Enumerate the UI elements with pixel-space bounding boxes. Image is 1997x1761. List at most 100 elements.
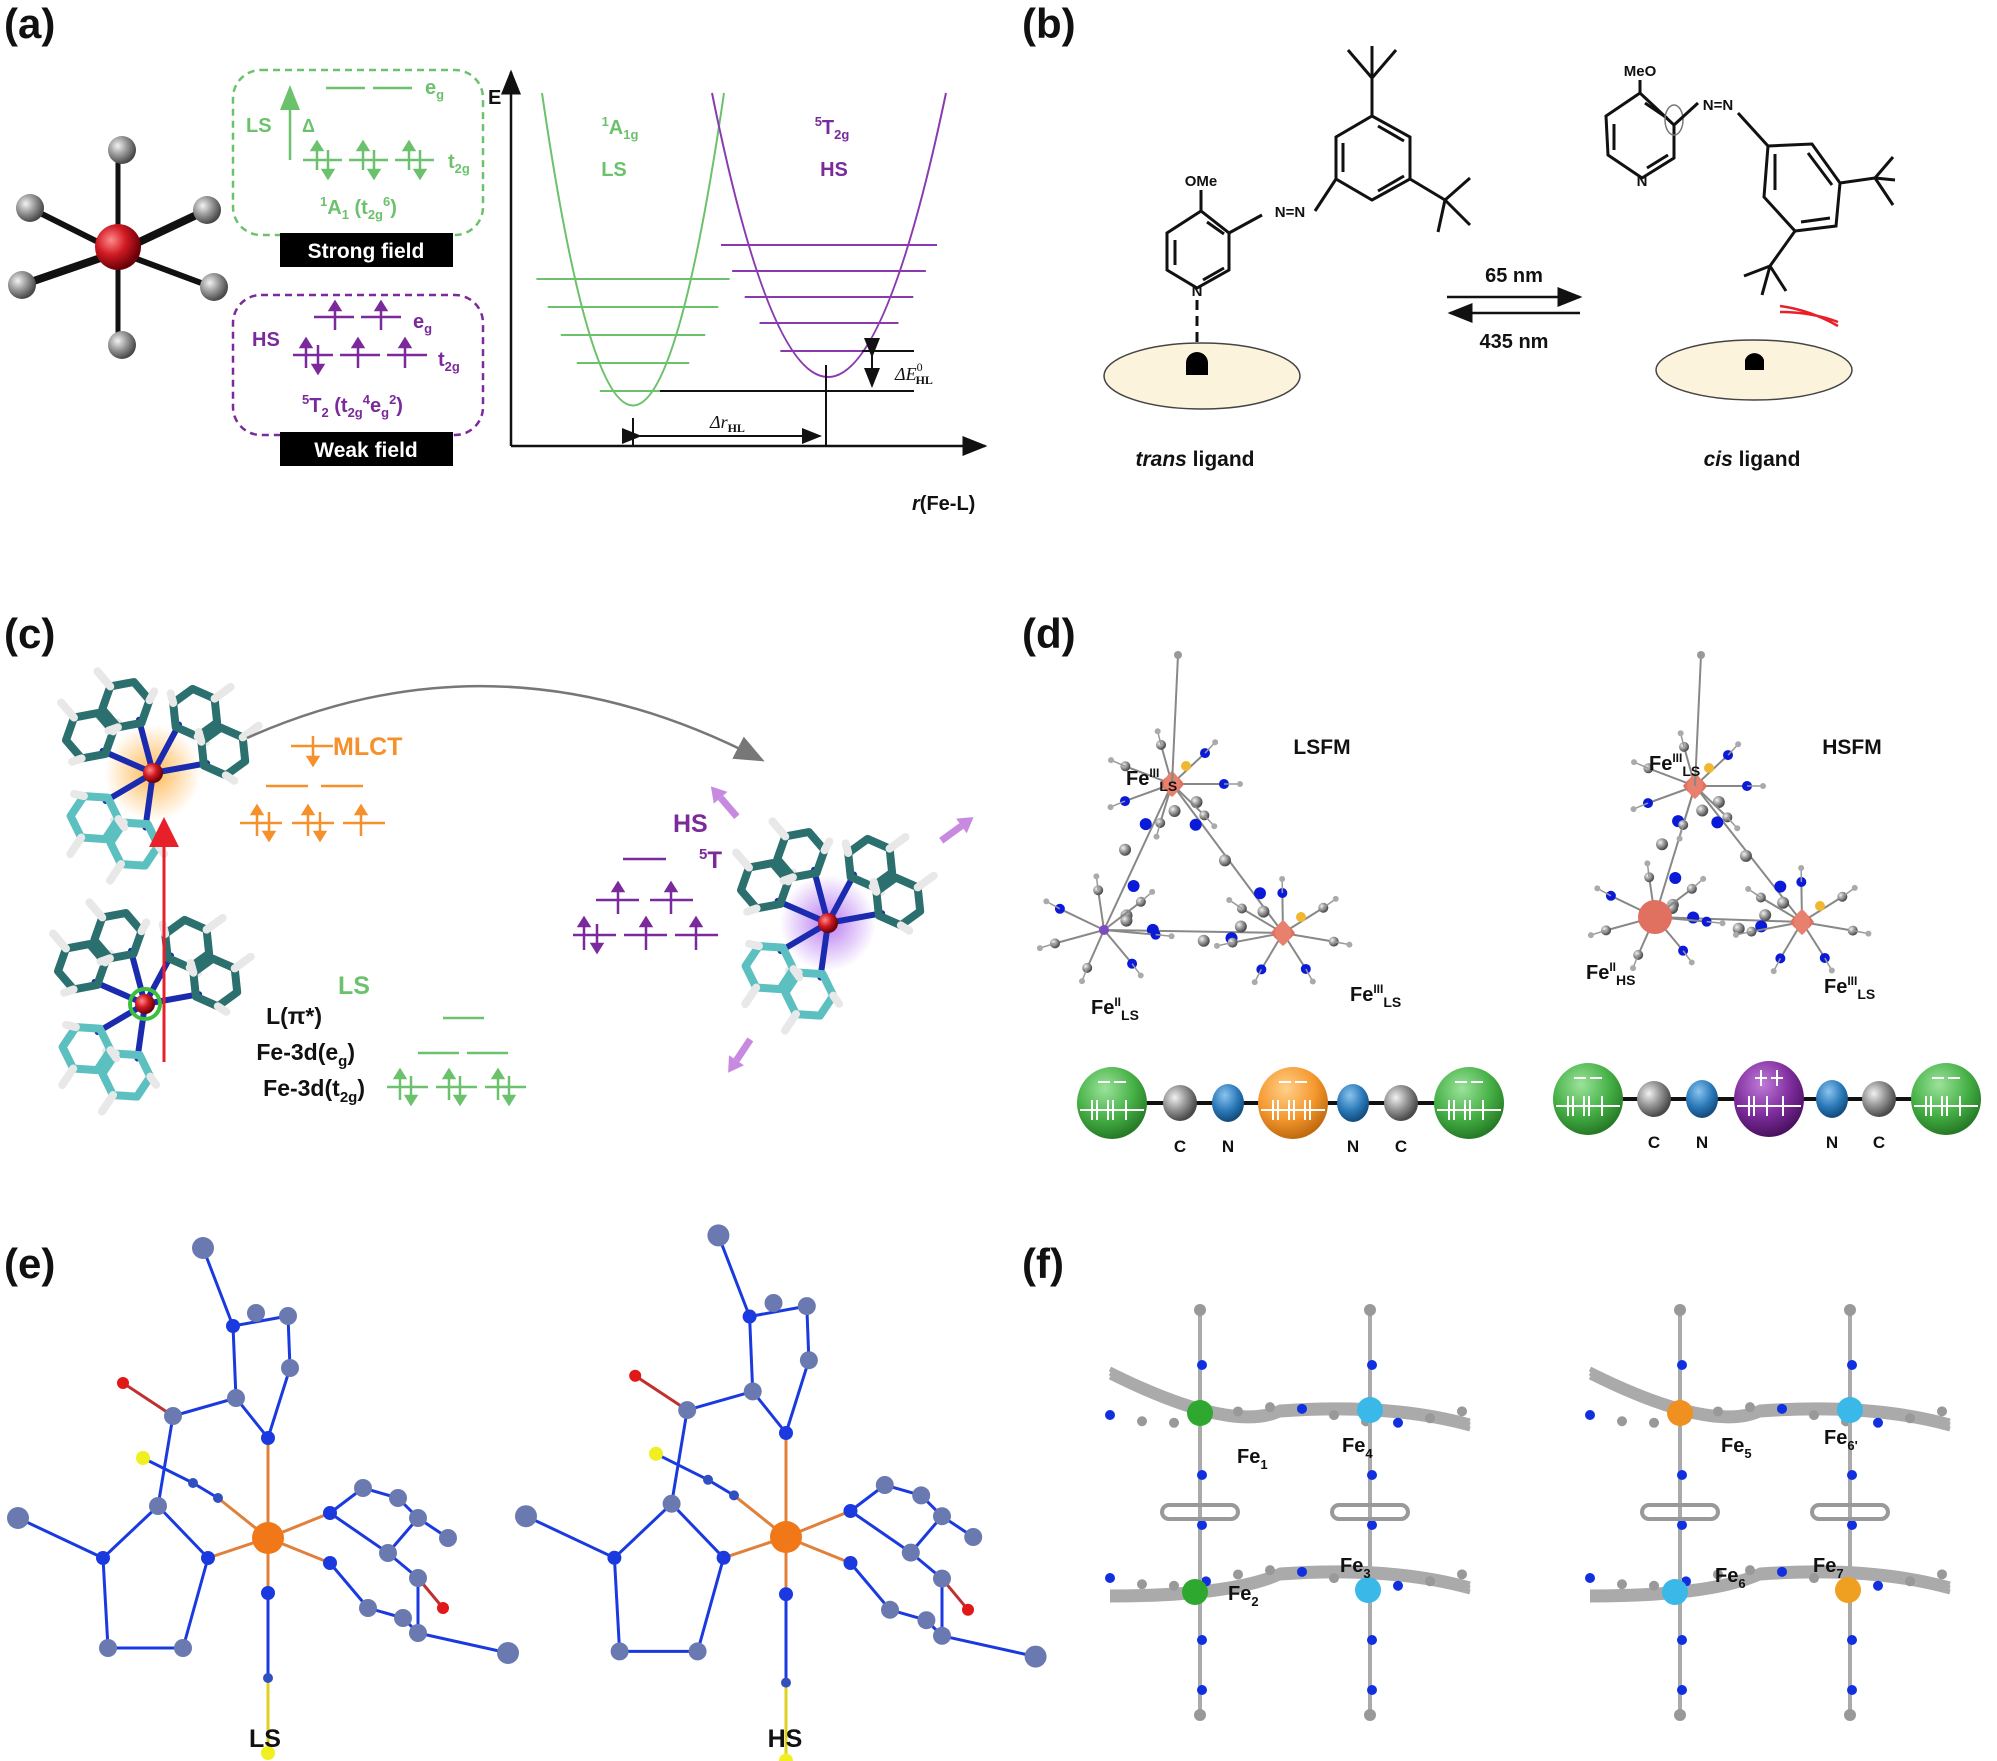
nitrogen-atom [1847,1635,1857,1645]
hydrogen-atom [1251,979,1258,986]
hydrogen-bond-stick [913,871,938,892]
nitrogen-sphere [1816,1080,1848,1118]
carbon-sphere [1163,1085,1197,1121]
carbon-atom [7,1507,29,1529]
hydrogen-bond-stick [106,1046,121,1063]
carbon-atom [1674,1709,1686,1721]
hydrogen-bond-stick [98,1091,118,1116]
hydrogen-atom [1760,783,1766,789]
carbon-atom [901,1543,920,1562]
bond-stick [613,1502,673,1559]
nitrogen-atom [1677,1360,1687,1370]
panel-c: (c) MLCT HS [4,610,974,1116]
hydrogen-atom [1735,741,1742,748]
carbon-atom [213,1493,223,1503]
hs-potential-curve [711,92,947,378]
carbon-atom [799,1351,818,1370]
hydrogen-bond-stick [221,771,239,785]
lsfm-title: LSFM [1293,736,1350,759]
cis-methoxy-label: MeO [1624,63,1657,80]
ls-term-symbol: 1A1 (t2g6) [320,194,397,222]
carbon-sphere [1637,1081,1671,1117]
panel-f: (f) Fe1 Fe4 Fe2 Fe3 Fe5 Fe6' Fe6 Fe7 [1022,1240,1951,1721]
hydrogen-atom [1093,873,1100,880]
pyridine-ring [98,678,154,732]
hydrogen-atom [1630,806,1637,813]
carbon-atom [1937,1569,1947,1580]
nitrogen-atom [1585,1573,1595,1583]
trans-substrate-surface [1103,342,1301,410]
ligand-atom [193,196,221,224]
chain-atom-label: N [1222,1137,1234,1156]
carbon-atom [1137,1416,1147,1427]
nitrogen-atom [1847,1685,1857,1695]
hydrogen-bond-stick [106,860,126,885]
trans-caption: trans ligand [1135,448,1254,471]
oxygen-atom [437,1602,449,1614]
hydrogen-atom [1770,968,1777,975]
chain-atom-label: C [1873,1133,1885,1152]
carbon-atom [394,1609,412,1627]
delta-r-label: ΔrHL [709,412,745,435]
hydrogen-bond-stick [96,954,114,966]
oxygen-atom [629,1369,642,1382]
carbon-atom [1265,1402,1275,1413]
distance-axis-label: r(Fe-L) [912,493,975,515]
carbon-atom [912,1486,931,1505]
hydrogen-atom [1237,781,1243,787]
carbon-atom [247,1304,265,1322]
carbon-atom [1649,1417,1659,1428]
fe-atom [770,1521,802,1553]
nitrogen-atom [261,1586,275,1600]
carbon-atom [409,1509,427,1527]
hydrogen-atom [1631,759,1638,766]
sulfur-atom [1815,901,1825,911]
fe-site-label: Fe3 [1340,1555,1371,1581]
nitrogen-atom [607,1550,622,1565]
fe-ls-atom [1099,925,1109,935]
carbon-atom [1457,1569,1467,1580]
eg-label: eg [425,77,444,102]
carbon-atom [149,1497,167,1515]
lsfm-fe-top-label: FeIIILS [1126,766,1177,794]
nitrogen-atom [1105,1573,1115,1583]
nitrogen-atom [1393,1580,1403,1591]
octahedral-complex-model [8,136,228,359]
pyridine-ring [54,940,110,994]
nitrogen-atom [96,1551,110,1565]
bond-stick [156,1415,175,1507]
cis-caption: cis ligand [1704,448,1801,471]
ligand-bond [1054,929,1105,945]
bond-stick [655,1452,709,1482]
pyridine-ring [773,828,829,882]
bond-stick [849,1509,912,1554]
hydrogen-bond-stick [829,991,844,1008]
carbon-atom [1809,1410,1819,1421]
backward-wavelength: 435 nm [1480,331,1549,353]
mlct-excited-molecule [57,667,263,885]
carbon-atom [1425,1576,1435,1587]
nitrogen-atom [1367,1685,1377,1695]
carbon-atom [279,1307,297,1325]
fe-dxy-orbital-lobe [1275,920,1291,946]
carbon-atom [1617,1579,1627,1590]
carbon-atom [1234,920,1247,933]
hydrogen-bond-stick [93,667,115,691]
hydrogen-atom [1828,967,1835,974]
fe-site-sphere [1182,1579,1208,1605]
sulfur-atom [1296,912,1306,922]
bridge-bond [1103,929,1284,934]
breathing-arrow [733,1037,754,1063]
macrocycle-strand [1589,1569,1951,1599]
nitrogen-atom [1197,1635,1207,1645]
panel-label-e: (e) [4,1240,55,1287]
hydrogen-atom [1154,728,1161,735]
macrocycle-strand [1109,1573,1471,1603]
hydrogen-atom [1346,941,1353,948]
pyridine-ring [781,968,838,1020]
carbon-atom [933,1626,951,1645]
fe-site-sphere [1187,1400,1213,1426]
fe-atom [818,913,838,933]
ball-electron-marks [1080,1081,1501,1120]
